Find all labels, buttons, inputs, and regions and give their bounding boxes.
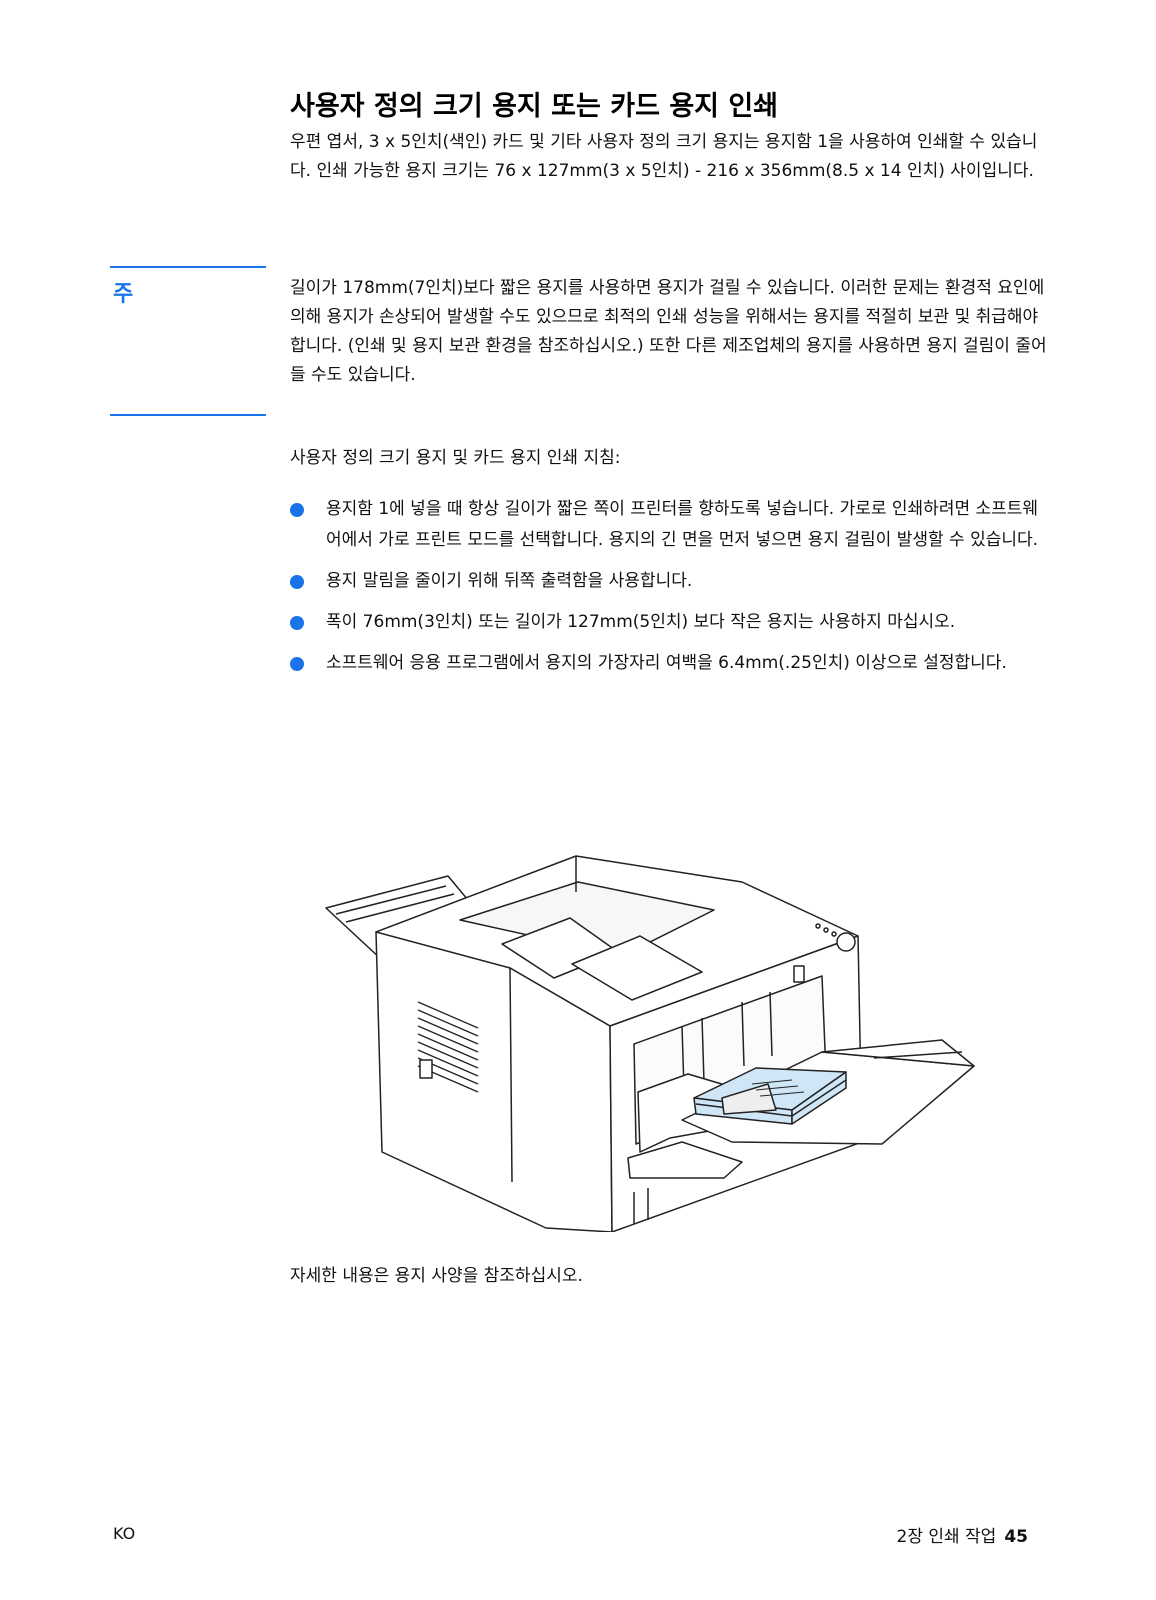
bullet-icon [290, 616, 304, 630]
reference-note: 자세한 내용은 용지 사양을 참조하십시오. [290, 1266, 583, 1286]
list-item-text: 용지함 1에 넣을 때 항상 길이가 짧은 쪽이 프린터를 향하도록 넣습니다.… [326, 499, 1039, 550]
list-item-text: 용지 말림을 줄이기 위해 뒤쪽 출력함을 사용합니다. [326, 571, 693, 591]
list-item: 폭이 76mm(3인치) 또는 길이가 127mm(5인치) 보다 작은 용지는… [290, 607, 1050, 638]
paper-stack [693, 1067, 847, 1125]
printer-illustration [325, 855, 975, 1232]
intro-paragraph: 우편 엽서, 3 x 5인치(색인) 카드 및 기타 사용자 정의 크기 용지는… [290, 132, 1038, 181]
power-button [836, 932, 856, 952]
footer-language: KO [113, 1524, 136, 1543]
list-item: 용지함 1에 넣을 때 항상 길이가 짧은 쪽이 프린터를 향하도록 넣습니다.… [290, 494, 1050, 556]
bullet-icon [290, 575, 304, 589]
list-item-text: 소프트웨어 응용 프로그램에서 용지의 가장자리 여백을 6.4mm(.25인치… [326, 653, 1007, 673]
page-number: 45 [1004, 1527, 1028, 1547]
bullet-icon [290, 503, 304, 517]
guideline-list: 용지함 1에 넣을 때 항상 길이가 짧은 쪽이 프린터를 향하도록 넣습니다.… [290, 494, 1050, 689]
guidelines-lead: 사용자 정의 크기 용지 및 카드 용지 인쇄 지침: [290, 448, 621, 468]
list-item: 소프트웨어 응용 프로그램에서 용지의 가장자리 여백을 6.4mm(.25인치… [290, 648, 1050, 679]
page-title: 사용자 정의 크기 용지 또는 카드 용지 인쇄 [290, 91, 779, 122]
note-text: 길이가 178mm(7인치)보다 짧은 용지를 사용하면 용지가 걸릴 수 있습… [290, 278, 1047, 385]
footer-chapter: 2장 인쇄 작업 45 [897, 1522, 1029, 1547]
note-bottom-rule [110, 414, 266, 416]
bullet-icon [290, 657, 304, 671]
note-label: 주 [113, 282, 134, 307]
footer-chapter-title: 2장 인쇄 작업 [896, 1527, 997, 1547]
list-item-text: 폭이 76mm(3인치) 또는 길이가 127mm(5인치) 보다 작은 용지는… [326, 612, 956, 632]
note-top-rule [110, 266, 266, 268]
side-vent [417, 1001, 479, 1093]
list-item: 용지 말림을 줄이기 위해 뒤쪽 출력함을 사용합니다. [290, 566, 1050, 597]
